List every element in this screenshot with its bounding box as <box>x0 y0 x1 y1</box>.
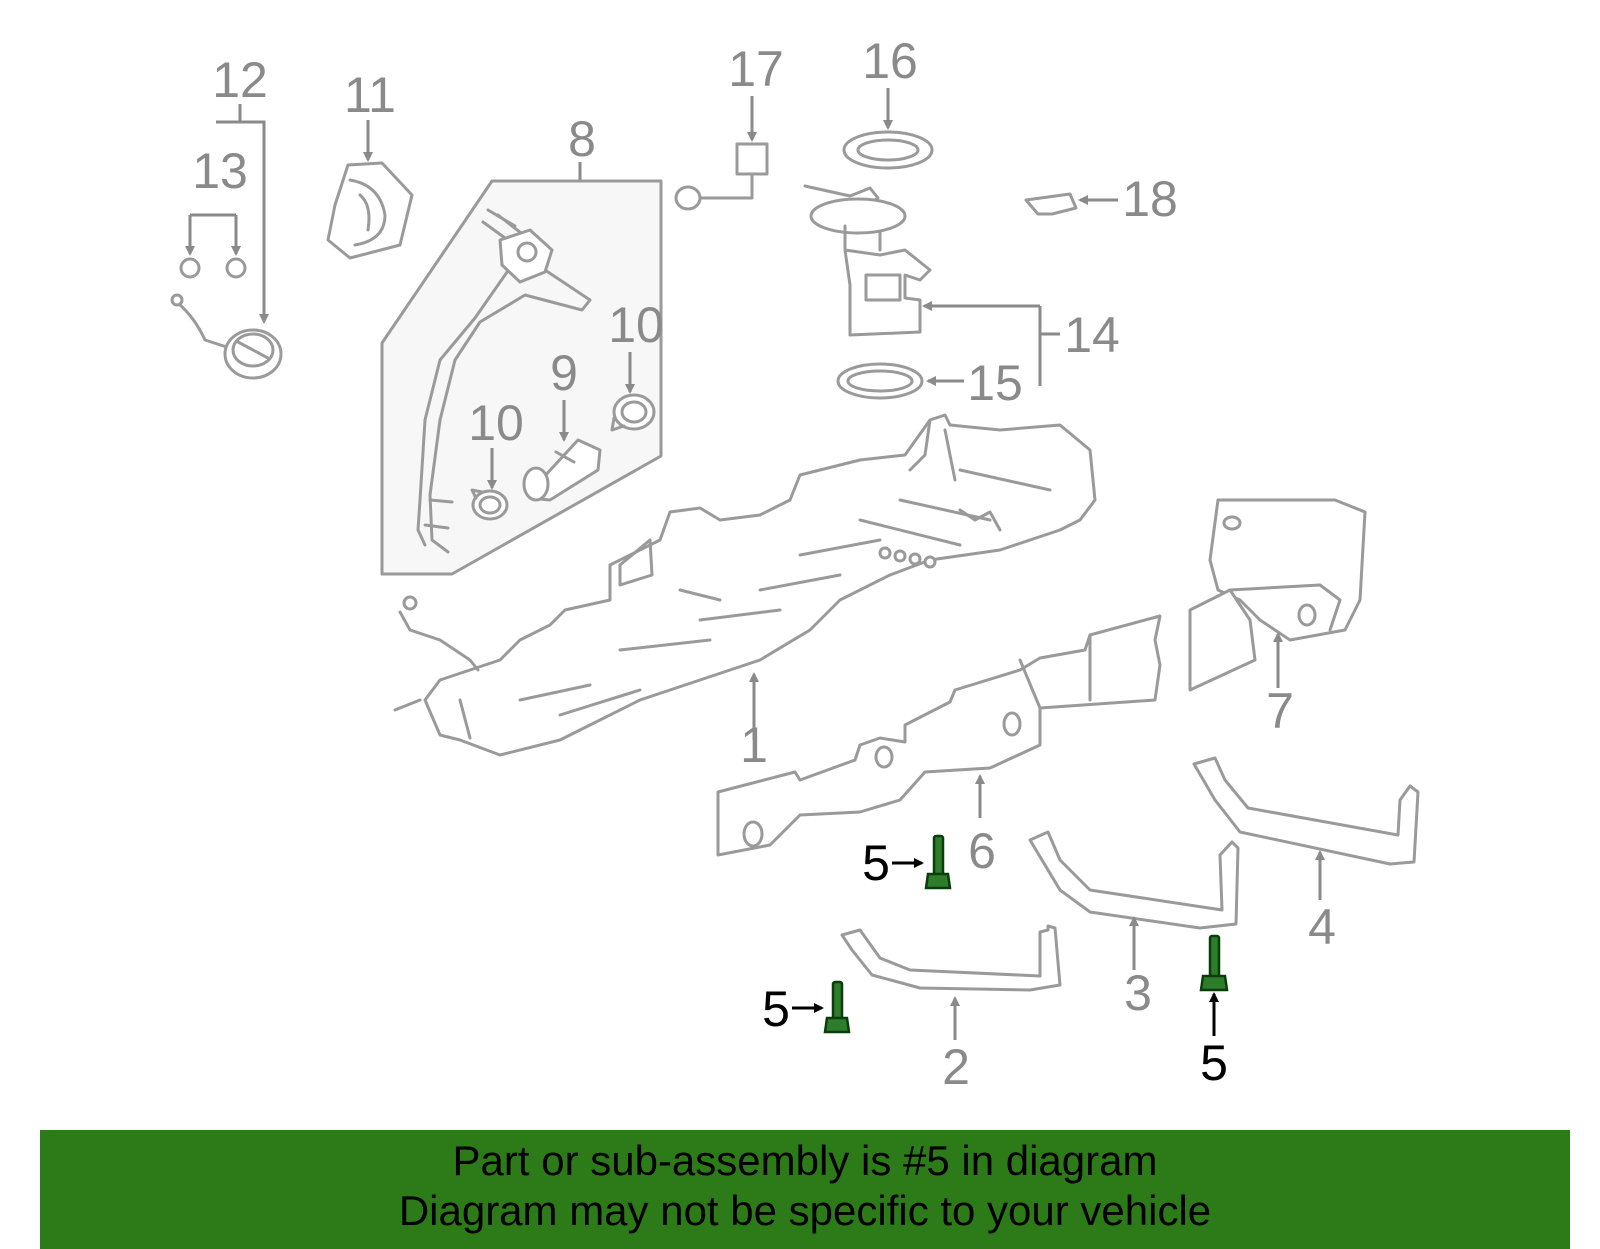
label-4: 4 <box>1308 899 1336 955</box>
label-5-b: 5 <box>1200 1035 1228 1091</box>
hose-clamp-left <box>470 448 509 521</box>
info-banner: Part or sub-assembly is #5 in diagram Di… <box>40 1130 1570 1249</box>
vent-connector <box>674 96 769 211</box>
label-5-a: 5 <box>862 835 890 891</box>
label-5-c: 5 <box>762 981 790 1037</box>
label-8: 8 <box>568 111 596 167</box>
bolt-5-c[interactable] <box>792 980 851 1034</box>
heat-shield <box>1188 498 1367 692</box>
filler-housing <box>326 120 414 260</box>
tank-strap-4 <box>1192 756 1420 900</box>
label-1: 1 <box>740 717 768 773</box>
label-15: 15 <box>967 355 1023 411</box>
pump-gasket <box>842 88 934 170</box>
label-12: 12 <box>212 52 268 108</box>
label-6: 6 <box>968 823 996 879</box>
fuel-cap-assembly <box>170 104 283 380</box>
label-14: 14 <box>1064 307 1120 363</box>
label-3: 3 <box>1124 965 1152 1021</box>
banner-line-disclaimer: Diagram may not be specific to your vehi… <box>398 1187 1212 1234</box>
bolt-5-b[interactable] <box>1199 934 1229 1036</box>
label-11: 11 <box>344 67 396 123</box>
label-16: 16 <box>862 33 918 89</box>
label-18: 18 <box>1122 171 1178 227</box>
label-17: 17 <box>728 41 784 97</box>
tank-strap-3 <box>1028 830 1240 970</box>
parts-diagram: 12 13 11 8 17 16 18 10 9 10 14 15 1 7 6 … <box>170 33 1420 1095</box>
banner-line-part: Part or sub-assembly is #5 in diagram <box>452 1137 1158 1184</box>
label-9: 9 <box>550 345 578 401</box>
tank-strap-2 <box>840 924 1062 1040</box>
bolt-5-a[interactable] <box>892 834 952 890</box>
label-10-right: 10 <box>608 297 664 353</box>
filler-pipe-assembly <box>380 162 663 576</box>
fuel-tank <box>393 413 1097 757</box>
fuel-pump-module <box>803 184 1060 386</box>
hose-clamp-right <box>610 352 656 432</box>
skid-plate <box>716 614 1162 857</box>
label-7: 7 <box>1266 683 1294 739</box>
filler-hose <box>522 400 602 502</box>
label-2: 2 <box>942 1039 970 1095</box>
label-13: 13 <box>192 143 248 199</box>
pump-seal-ring <box>836 362 964 400</box>
retaining-clip <box>1024 192 1118 216</box>
label-10-left: 10 <box>468 395 524 451</box>
